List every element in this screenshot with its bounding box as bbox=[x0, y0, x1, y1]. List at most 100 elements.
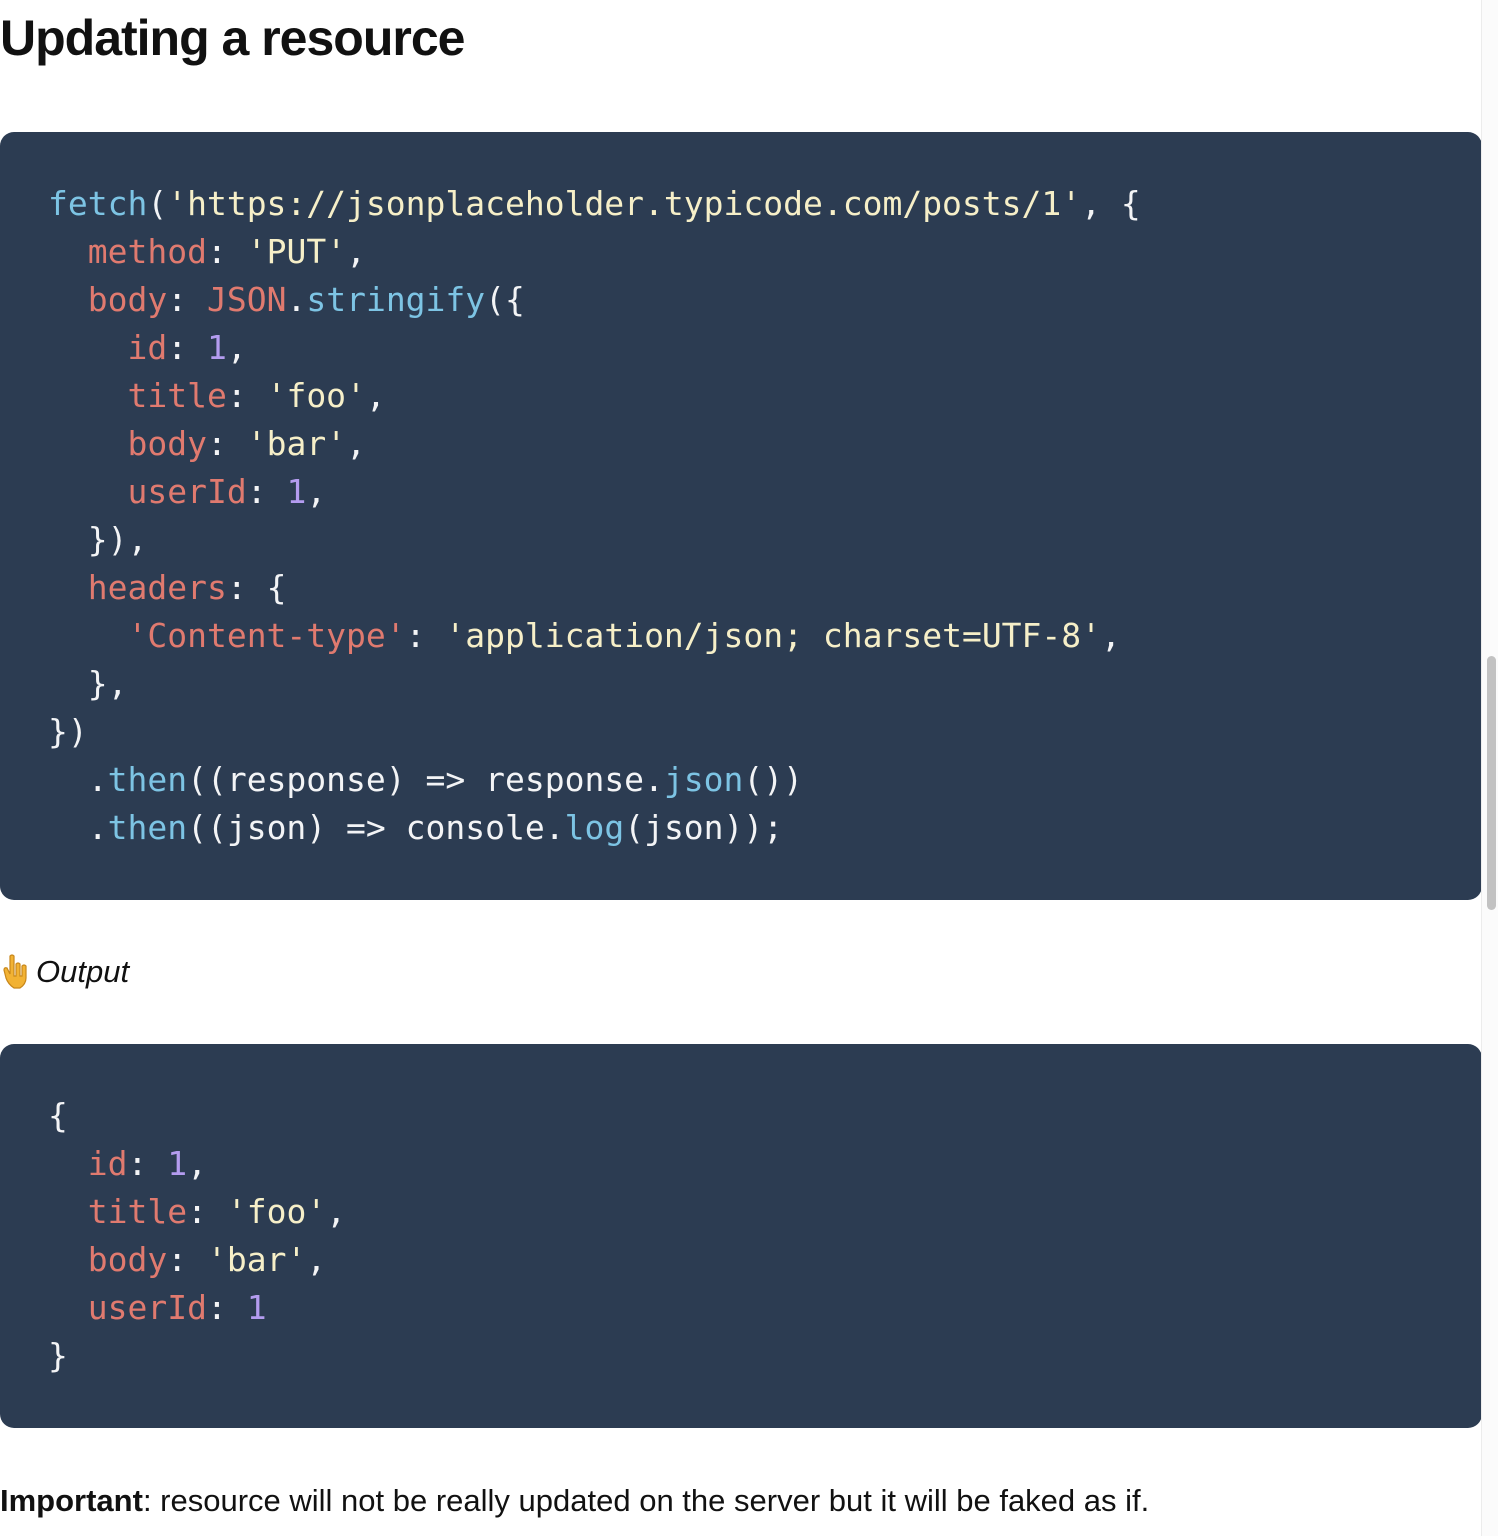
code-token-key: userId bbox=[87, 1288, 207, 1327]
output-code-line: title: 'foo', bbox=[48, 1192, 346, 1231]
code-token-plain: }, bbox=[48, 664, 128, 703]
code-token-plain: : bbox=[206, 1288, 247, 1327]
code-token-plain: (json)); bbox=[624, 808, 784, 847]
request-code-line: body: 'bar', bbox=[48, 424, 366, 463]
code-token-plain bbox=[48, 328, 127, 367]
code-token-plain bbox=[48, 616, 127, 655]
code-token-str: 'bar' bbox=[206, 1240, 307, 1279]
code-token-plain bbox=[48, 232, 88, 271]
code-token-num: 1 bbox=[167, 1144, 188, 1183]
scrollbar-thumb[interactable] bbox=[1487, 656, 1496, 910]
code-token-plain bbox=[48, 472, 127, 511]
important-note-text: : resource will not be really updated on… bbox=[142, 1483, 1150, 1518]
code-token-plain: ((json) => console. bbox=[187, 808, 565, 847]
request-code-line: }, bbox=[48, 664, 128, 703]
important-note: Important: resource will not be really u… bbox=[0, 1478, 1149, 1524]
code-token-num: 1 bbox=[286, 472, 307, 511]
output-code-line: id: 1, bbox=[48, 1144, 207, 1183]
request-code-line: }) bbox=[48, 712, 88, 751]
code-token-plain bbox=[48, 1288, 88, 1327]
code-token-fn: log bbox=[564, 808, 625, 847]
code-token-plain bbox=[48, 568, 88, 607]
code-token-num: 1 bbox=[246, 1288, 267, 1327]
code-token-plain: : bbox=[167, 280, 207, 319]
code-token-key: userId bbox=[127, 472, 247, 511]
code-token-plain: , bbox=[326, 1192, 347, 1231]
code-token-key: method bbox=[87, 232, 207, 271]
code-token-plain: , bbox=[346, 424, 366, 463]
request-code-block bbox=[0, 132, 1482, 900]
request-code: fetch('https://jsonplaceholder.typicode.… bbox=[48, 180, 1141, 852]
code-token-plain: . bbox=[286, 280, 307, 319]
code-token-plain: : bbox=[226, 376, 267, 415]
code-token-plain: : bbox=[187, 1192, 227, 1231]
request-code-line: .then((response) => response.json()) bbox=[48, 760, 803, 799]
code-token-str: 'foo' bbox=[266, 376, 366, 415]
code-token-plain: }) bbox=[48, 712, 88, 751]
code-token-plain: : bbox=[167, 328, 207, 367]
code-token-key: headers bbox=[87, 568, 227, 607]
request-code-line: method: 'PUT', bbox=[48, 232, 366, 271]
code-token-plain: : { bbox=[226, 568, 287, 607]
code-token-plain: , bbox=[346, 232, 366, 271]
code-token-plain: . bbox=[48, 760, 108, 799]
code-token-num: 1 bbox=[206, 328, 227, 367]
code-token-plain: , bbox=[187, 1144, 207, 1183]
output-code-line: userId: 1 bbox=[48, 1288, 267, 1327]
code-token-plain: ( bbox=[147, 184, 168, 223]
code-token-str: 'application/json; charset=UTF-8' bbox=[445, 616, 1102, 655]
code-token-key: id bbox=[127, 328, 168, 367]
code-token-plain bbox=[48, 424, 127, 463]
code-token-plain: ()) bbox=[743, 760, 804, 799]
code-token-fn: then bbox=[107, 760, 188, 799]
code-token-plain bbox=[48, 1240, 88, 1279]
code-token-plain: , bbox=[226, 328, 247, 367]
page-title: Updating a resource bbox=[0, 10, 465, 66]
code-token-fn: json bbox=[663, 760, 744, 799]
code-token-plain: . bbox=[48, 808, 108, 847]
code-token-obj: JSON bbox=[206, 280, 287, 319]
output-code: { id: 1, title: 'foo', body: 'bar', user… bbox=[48, 1092, 346, 1380]
output-code-line: body: 'bar', bbox=[48, 1240, 326, 1279]
important-note-strong: Important bbox=[0, 1483, 143, 1518]
code-token-key: title bbox=[127, 376, 227, 415]
code-token-plain: : bbox=[206, 232, 247, 271]
code-token-key: body bbox=[87, 280, 168, 319]
code-token-key: 'Content-type' bbox=[127, 616, 406, 655]
code-token-plain: }), bbox=[48, 520, 148, 559]
code-token-plain: : bbox=[167, 1240, 207, 1279]
request-code-line: .then((json) => console.log(json)); bbox=[48, 808, 783, 847]
output-code-line: { bbox=[48, 1096, 68, 1135]
code-token-plain: , bbox=[306, 472, 327, 511]
pointing-down-hand-icon bbox=[0, 954, 30, 990]
request-code-line: id: 1, bbox=[48, 328, 247, 367]
output-code-line: } bbox=[48, 1336, 68, 1375]
request-code-line: }), bbox=[48, 520, 148, 559]
code-token-str: 'foo' bbox=[226, 1192, 327, 1231]
code-token-plain bbox=[48, 280, 88, 319]
code-token-plain bbox=[48, 376, 127, 415]
code-token-str: 'PUT' bbox=[246, 232, 347, 271]
code-token-plain: : bbox=[246, 472, 287, 511]
code-token-plain: , bbox=[365, 376, 386, 415]
code-token-plain: : bbox=[127, 1144, 168, 1183]
output-label: Output bbox=[0, 950, 129, 994]
output-label-text: Output bbox=[36, 954, 130, 989]
code-token-plain: , { bbox=[1081, 184, 1141, 223]
code-token-key: id bbox=[87, 1144, 128, 1183]
code-token-fn: then bbox=[107, 808, 188, 847]
code-token-key: body bbox=[87, 1240, 168, 1279]
code-token-plain: , bbox=[306, 1240, 327, 1279]
code-token-plain: { bbox=[48, 1096, 68, 1135]
code-token-plain: } bbox=[48, 1336, 68, 1375]
code-token-key: title bbox=[87, 1192, 188, 1231]
request-code-line: headers: { bbox=[48, 568, 287, 607]
scrollbar-track[interactable] bbox=[1481, 0, 1498, 1536]
request-code-line: body: JSON.stringify({ bbox=[48, 280, 525, 319]
request-code-line: 'Content-type': 'application/json; chars… bbox=[48, 616, 1120, 655]
request-code-line: fetch('https://jsonplaceholder.typicode.… bbox=[48, 184, 1141, 223]
code-token-plain: ({ bbox=[485, 280, 525, 319]
code-token-plain: : bbox=[405, 616, 446, 655]
output-code-block bbox=[0, 1044, 1482, 1428]
